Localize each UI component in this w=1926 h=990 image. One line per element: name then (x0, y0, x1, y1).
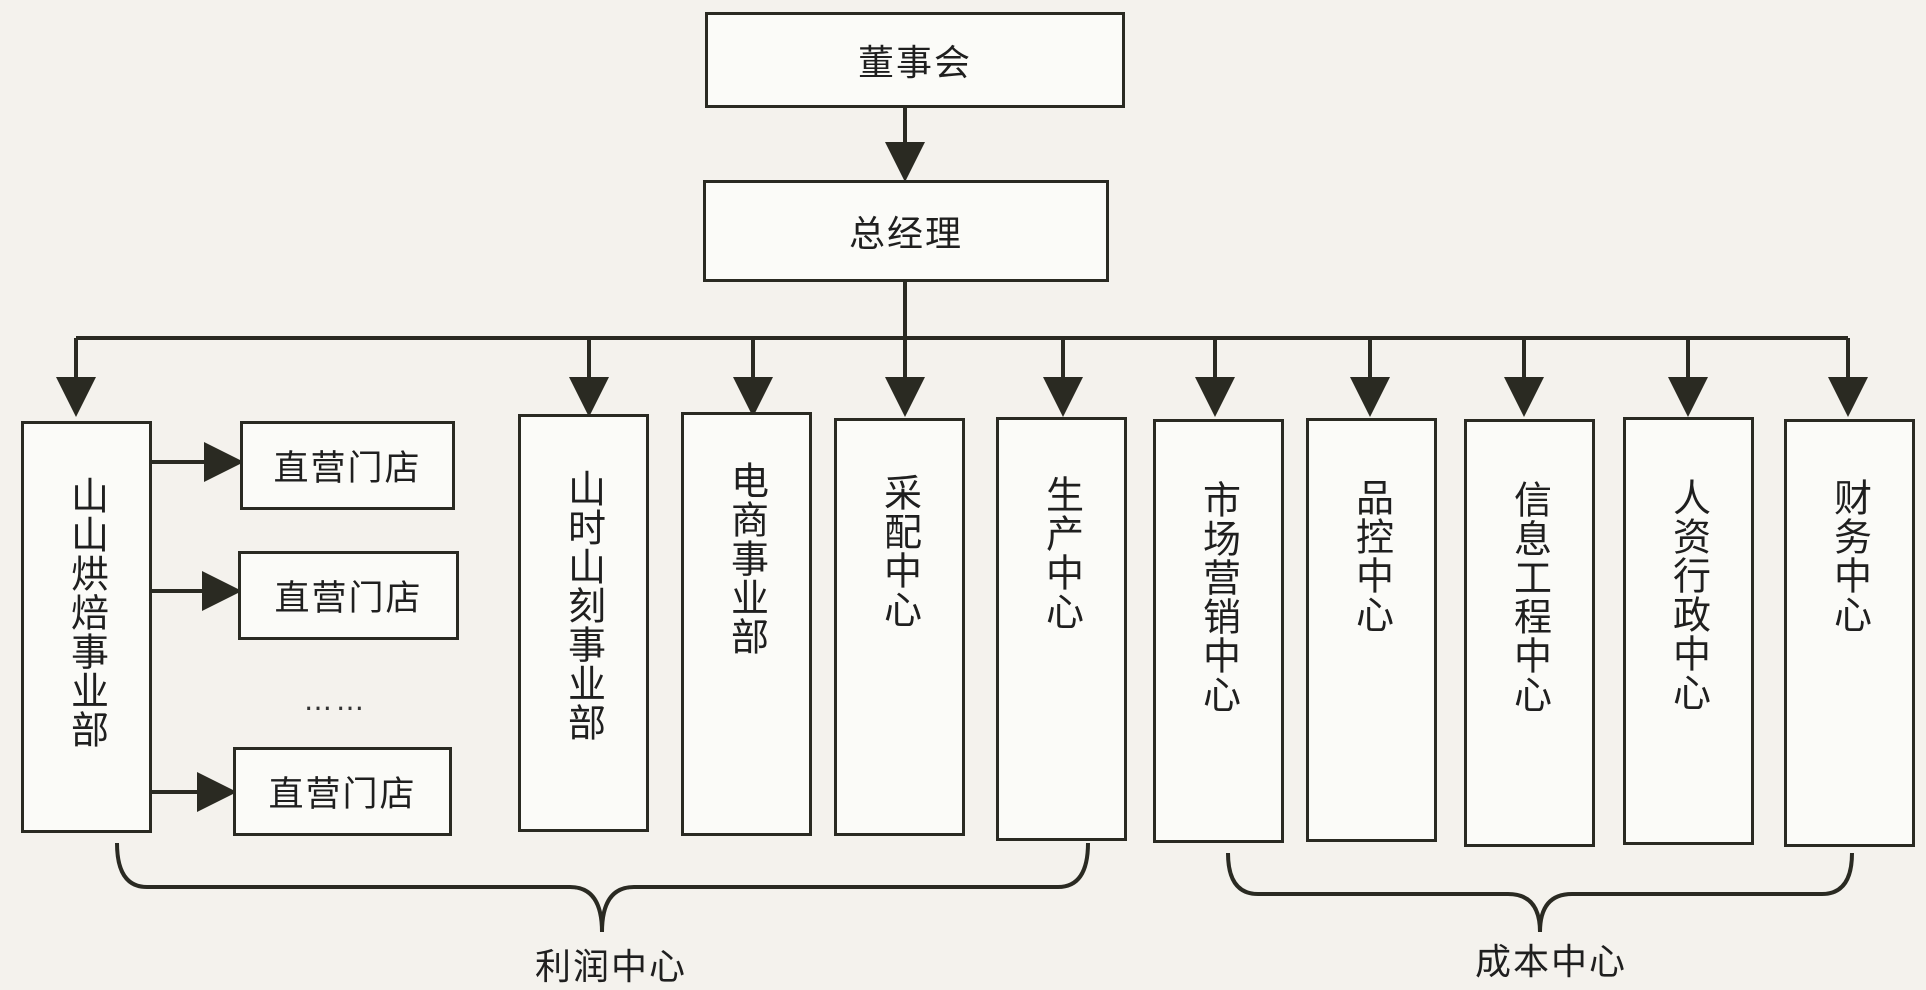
gm-label: 总经理 (848, 214, 963, 255)
dept-label-5: 生产中心 (1039, 475, 1084, 631)
store-label-1: 直营门店 (273, 449, 422, 489)
dept-label-10: 财务中心 (1827, 478, 1872, 634)
dept-label-8: 信息工程中心 (1507, 480, 1552, 714)
board-label: 董事会 (857, 43, 972, 84)
dept-label-9: 人资行政中心 (1666, 478, 1711, 712)
dept-label-6: 市场营销中心 (1196, 480, 1241, 714)
cost-center-label: 成本中心 (1475, 942, 1628, 983)
store-label-2: 直营门店 (274, 579, 423, 619)
dept-box-6: 市场营销中心 (1153, 419, 1284, 843)
dept-label-4: 采配中心 (877, 473, 922, 629)
profit-center-label: 利润中心 (535, 947, 688, 988)
store-box-3: 直营门店 (233, 747, 452, 836)
dept-label-2: 山时山刻事业部 (561, 469, 606, 742)
store-label-3: 直营门店 (268, 775, 417, 815)
gm-box: 总经理 (703, 180, 1109, 282)
board-box: 董事会 (705, 12, 1125, 108)
dept-box-10: 财务中心 (1784, 419, 1915, 847)
dept-box-8: 信息工程中心 (1464, 419, 1595, 847)
stores-ellipsis: …… (304, 684, 368, 717)
dept-box-7: 品控中心 (1306, 418, 1437, 842)
dept-label-1: 山山烘焙事业部 (64, 476, 109, 749)
dept-box-3: 电商事业部 (681, 412, 812, 836)
dept-label-7: 品控中心 (1349, 478, 1394, 634)
dept-box-5: 生产中心 (996, 417, 1127, 841)
dept-box-9: 人资行政中心 (1623, 417, 1754, 845)
profit-brace (115, 842, 1090, 933)
store-box-2: 直营门店 (238, 551, 459, 640)
dept-box-2: 山时山刻事业部 (518, 414, 649, 832)
dept-box-4: 采配中心 (834, 418, 965, 836)
dept-label-3: 电商事业部 (724, 461, 769, 656)
store-box-1: 直营门店 (240, 421, 455, 510)
cost-brace (1226, 852, 1854, 933)
dept-box-1: 山山烘焙事业部 (21, 421, 152, 833)
